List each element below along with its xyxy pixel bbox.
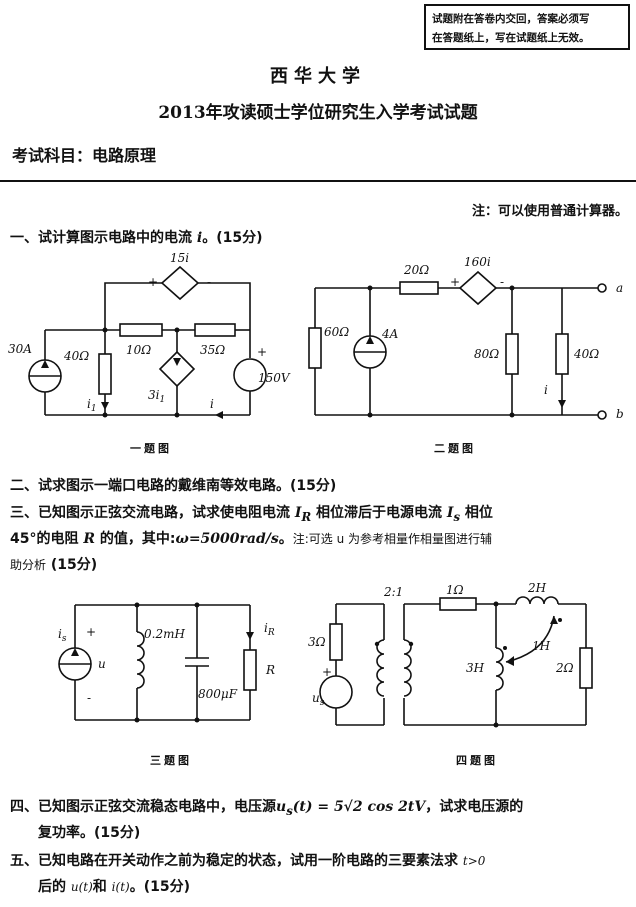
fig1-caption: 一题图 bbox=[130, 442, 172, 455]
question-3-line-2: 45°的电阻 R 的值，其中:ω=5000rad/s。注:可选 u 为参考相量作… bbox=[10, 531, 493, 547]
fig1-label-10ohm: 10Ω bbox=[126, 343, 151, 357]
notice-line-2: 在答题纸上，写在试题纸上无效。 bbox=[432, 32, 590, 44]
question-4-line-1: 四、已知图示正弦交流稳态电路中，电压源us(t) = 5√2 cos 2tV，试… bbox=[10, 799, 524, 818]
fig4-plus: + bbox=[322, 665, 332, 679]
fig2-minus: - bbox=[500, 275, 504, 289]
q1-suffix: 。(15分) bbox=[202, 230, 263, 246]
fig3-plus: + bbox=[86, 625, 96, 639]
fig2-terminal-b: b bbox=[616, 407, 624, 421]
fig2-label-i: i bbox=[544, 383, 548, 397]
fig4-label-1ohm: 1Ω bbox=[446, 583, 464, 597]
fig2-terminal-a: a bbox=[616, 281, 623, 295]
exam-title: 2013年攻读硕士学位研究生入学考试试题 bbox=[158, 103, 478, 123]
fig3-minus: - bbox=[87, 691, 91, 705]
fig4-caption: 四题图 bbox=[456, 754, 498, 767]
question-2: 二、试求图示一端口电路的戴维南等效电路。(15分) bbox=[10, 478, 337, 494]
fig1-label-i1: i1 bbox=[87, 397, 97, 414]
notice-box: 试题附在答卷内交回，答案必须写 在答题纸上，写在试题纸上无效。 bbox=[424, 4, 630, 50]
fig1-label-35ohm: 35Ω bbox=[200, 343, 225, 357]
fig2-label-20ohm: 20Ω bbox=[403, 263, 429, 277]
calculator-note: 注：可以使用普通计算器。 bbox=[471, 204, 628, 219]
fig3-label-is: is bbox=[58, 627, 67, 644]
fig1-plus-150V: + bbox=[257, 345, 267, 359]
fig4-label-ratio: 2:1 bbox=[383, 585, 403, 599]
figure-1-circuit: 15i + - 30A 40Ω 10Ω 35Ω 3i1 i1 i + 150V bbox=[8, 251, 291, 419]
fig4-label-3ohm: 3Ω bbox=[308, 635, 326, 649]
fig1-label-40ohm: 40Ω bbox=[63, 349, 89, 363]
question-4-line-2: 复功率。(15分) bbox=[38, 825, 141, 841]
fig2-label-40ohm: 40Ω bbox=[573, 347, 599, 361]
q1-var: i bbox=[196, 230, 203, 246]
fig1-label-30A: 30A bbox=[8, 342, 32, 356]
exam-subject: 考试科目：电路原理 bbox=[12, 146, 157, 165]
figure-4-circuit: 2:1 1Ω 2H 3Ω + us 1H 3H 2Ω bbox=[308, 581, 593, 728]
fig2-label-60ohm: 60Ω bbox=[324, 325, 349, 339]
fig2-plus: + bbox=[450, 275, 460, 289]
question-1: 一、试计算图示电路中的电流 i。(15分) bbox=[10, 226, 262, 250]
fig2-caption: 二题图 bbox=[434, 442, 476, 455]
fig2-label-4A: 4A bbox=[381, 327, 399, 341]
figure-2-circuit: 20Ω 160i + - 60Ω 4A 80Ω 40Ω i a b bbox=[308, 255, 624, 421]
question-3-line-1: 三、已知图示正弦交流电路，试求使电阻电流 IR 相位滞后于电源电流 Is 相位 bbox=[10, 505, 493, 524]
fig3-label-u: u bbox=[98, 657, 106, 671]
fig4-label-3H: 3H bbox=[466, 661, 485, 675]
fig3-label-R: R bbox=[265, 663, 275, 677]
fig1-label-i: i bbox=[210, 397, 214, 411]
fig4-label-us: us bbox=[312, 691, 325, 708]
fig2-label-80ohm: 80Ω bbox=[474, 347, 499, 361]
header-divider bbox=[0, 180, 636, 182]
fig3-label-iR: iR bbox=[264, 621, 275, 638]
question-5-line-1: 五、已知电路在开关动作之前为稳定的状态，试用一阶电路的三要素法求 t>0 bbox=[10, 853, 486, 869]
fig3-caption: 三题图 bbox=[150, 754, 192, 767]
fig4-label-2ohm: 2Ω bbox=[555, 661, 574, 675]
fig3-label-L: 0.2mH bbox=[144, 627, 185, 641]
fig2-label-160i: 160i bbox=[464, 255, 491, 269]
university-name: 西华大学 bbox=[270, 66, 366, 87]
fig1-label-150V: 150V bbox=[258, 371, 291, 385]
fig3-label-C: 800μF bbox=[198, 687, 238, 701]
question-3-line-3: 助分析 (15分) bbox=[10, 557, 98, 573]
fig4-label-2H: 2H bbox=[527, 581, 547, 595]
q1-prefix: 一、试计算图示电路中的电流 bbox=[10, 230, 197, 246]
fig1-plus-ccvs: + bbox=[148, 275, 158, 289]
notice-line-1: 试题附在答卷内交回，答案必须写 bbox=[432, 13, 590, 25]
figure-3-circuit: is + u - 0.2mH 800μF iR R bbox=[58, 602, 275, 723]
fig4-label-1H: 1H bbox=[532, 639, 551, 653]
fig1-label-3i1: 3i1 bbox=[148, 388, 165, 405]
question-5-line-2: 后的 u(t)和 i(t)。(15分) bbox=[38, 879, 190, 895]
fig1-label-15i: 15i bbox=[170, 251, 189, 265]
fig1-minus-ccvs: - bbox=[207, 275, 211, 289]
